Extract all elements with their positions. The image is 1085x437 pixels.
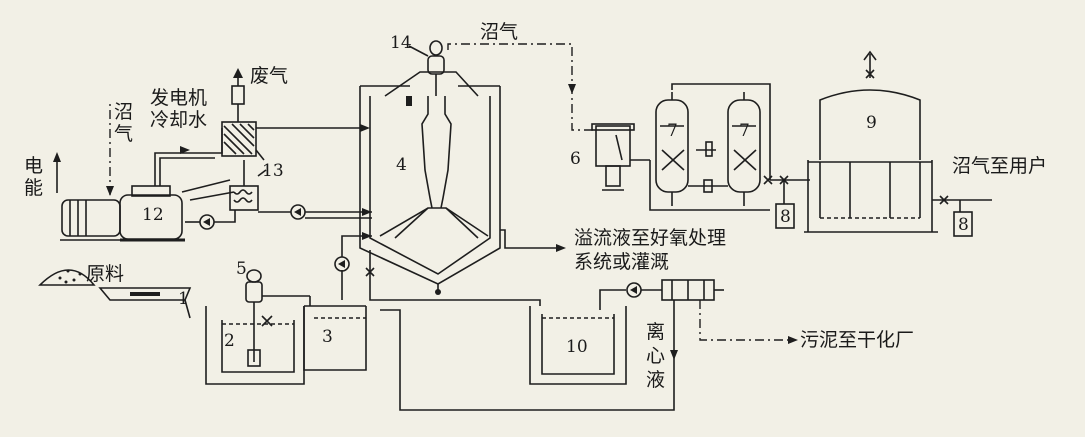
pump-left xyxy=(185,204,372,230)
feed-pump-line xyxy=(334,232,541,306)
label-overflow-1: 溢流液至好氧处理 xyxy=(574,227,726,249)
num-4: 4 xyxy=(396,155,407,175)
label-biogas-left-1: 沼 xyxy=(114,101,133,123)
num-12: 12 xyxy=(142,205,164,225)
raw-material-pile xyxy=(38,269,96,286)
label-centrifugal-2: 心 xyxy=(646,345,665,367)
num-7a: 7 xyxy=(667,121,678,141)
desulfurizer-7b xyxy=(727,92,761,206)
label-biogas-to-user: 沼气至用户 xyxy=(952,155,1047,177)
gas-holder-9 xyxy=(804,50,938,233)
label-centrifugal-3: 液 xyxy=(646,369,665,391)
desulfurizer-piping xyxy=(649,83,792,211)
flowmeter-8b xyxy=(953,211,973,237)
num-5: 5 xyxy=(236,259,247,279)
text-labels: 电 能 沼 气 废气 发电机 冷却水 原料 沼气 沼气至用户 溢流液至好氧处理 … xyxy=(24,21,1047,391)
label-overflow-2: 系统或灌溉 xyxy=(574,251,669,273)
digester-stirrer-14 xyxy=(408,40,445,96)
label-power-1: 电 xyxy=(24,155,43,177)
overflow-line xyxy=(500,229,566,252)
num-8a: 8 xyxy=(780,207,791,227)
sludge-tank-10 xyxy=(529,289,627,385)
num-13: 13 xyxy=(262,161,284,181)
biogas-user-line xyxy=(932,195,992,212)
num-6: 6 xyxy=(570,149,581,169)
num-1: 1 xyxy=(178,289,189,309)
label-generator-2: 冷却水 xyxy=(150,109,207,131)
label-exhaust: 废气 xyxy=(250,65,288,87)
biogas-left-line xyxy=(106,100,114,196)
label-raw-material: 原料 xyxy=(86,263,124,285)
heat-exchanger-13 xyxy=(221,121,370,161)
exhaust-stack xyxy=(231,68,245,122)
label-biogas-top: 沼气 xyxy=(480,21,518,43)
desulfurizer-7a xyxy=(655,92,689,206)
biogas-top-line xyxy=(447,43,594,131)
num-7b: 7 xyxy=(739,121,750,141)
heat-exchanger-lower xyxy=(229,160,267,211)
num-2: 2 xyxy=(224,331,235,351)
num-9: 9 xyxy=(866,113,877,133)
digester-4 xyxy=(359,71,501,295)
label-generator-1: 发电机 xyxy=(150,87,207,109)
label-centrifugal-1: 离 xyxy=(646,321,665,343)
label-sludge: 污泥至干化厂 xyxy=(800,329,914,351)
valve-group-left xyxy=(763,175,810,204)
label-biogas-left-2: 气 xyxy=(114,123,133,145)
num-3: 3 xyxy=(322,327,333,347)
feed-trough-1 xyxy=(98,287,192,319)
flowmeter-8a xyxy=(775,203,795,229)
power-arrow xyxy=(53,152,61,193)
generator-unit xyxy=(60,185,185,242)
gas-filter-6 xyxy=(591,123,650,191)
mix-tank-2-3 xyxy=(205,269,367,385)
centrifuge xyxy=(380,279,798,411)
num-10: 10 xyxy=(566,337,588,357)
num-8b: 8 xyxy=(958,215,969,235)
label-power-2: 能 xyxy=(24,177,43,199)
num-14: 14 xyxy=(390,33,412,53)
